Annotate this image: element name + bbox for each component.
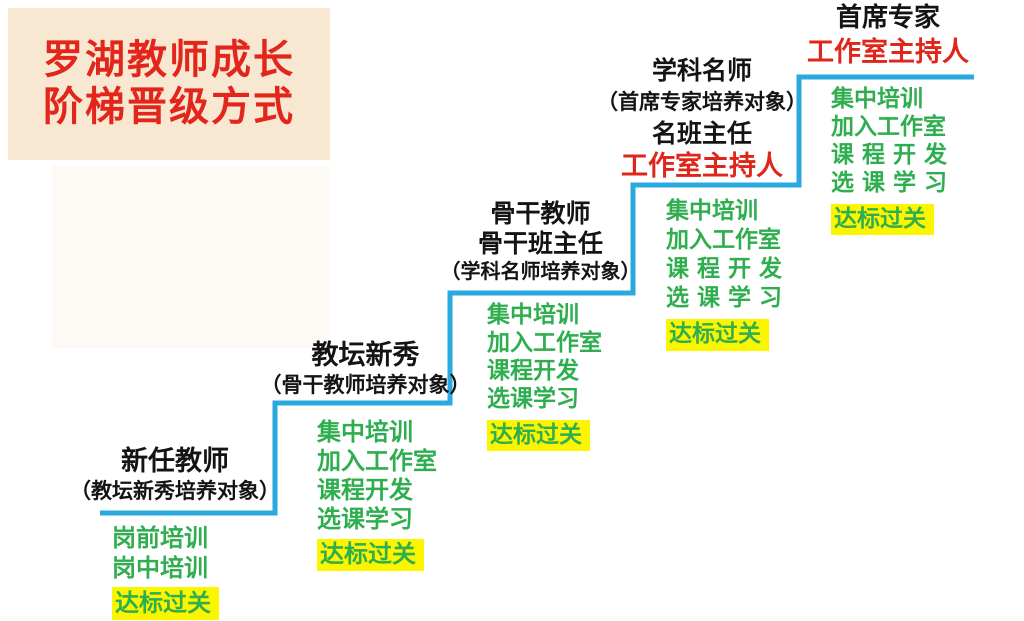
tier3-step-1: 集中培训 [487,302,579,328]
tier4-extra-title: 名班主任 [651,119,752,148]
tier3-step-3: 课程开发 [487,358,579,384]
diagram-title-line1: 罗湖教师成长 [43,37,295,83]
tier1-final-step: 达标过关 [112,587,219,620]
tier4-steps: 集中培训 加入工作室 课 程 开 发 选 课 学 习 达标过关 [666,197,782,351]
tier3-final-step-highlight: 达标过关 [487,420,590,451]
tier2-step-1: 集中培训 [317,418,413,446]
tier5-heading: 首席专家 工作室主持人 [793,2,983,70]
tier1-step-2: 岗中培训 [112,554,208,582]
tier5-step-3: 课 程 开 发 [831,142,948,168]
tier3-subtitle: （学科名师培养对象） [440,259,641,283]
tier3-step-2: 加入工作室 [487,330,602,356]
tier1-heading: 新任教师 （教坛新秀培养对象） [70,445,280,505]
tier2-step-2: 加入工作室 [317,447,437,475]
tier4-title: 学科名师 [651,56,752,85]
tier4-step-2: 加入工作室 [666,227,781,253]
tier5-title: 首席专家 [835,3,940,33]
tier4-subtitle: （首席专家培养对象） [597,90,807,114]
tier2-step-3: 课程开发 [317,476,413,504]
tier3-title-line2: 骨干班主任 [477,229,603,258]
tier1-title: 新任教师 [121,446,229,477]
tier1-subtitle: （教坛新秀培养对象） [70,479,280,503]
tier2-subtitle: （骨干教师培养对象） [260,373,471,397]
faint-background-patch [52,166,330,348]
tier4-final-step: 达标过关 [666,319,782,351]
tier5-step-4: 选 课 学 习 [831,170,948,196]
tier2-title: 教坛新秀 [311,340,420,371]
tier1-steps: 岗前培训 岗中培训 达标过关 [112,523,219,620]
tier2-step-4: 选课学习 [317,505,413,533]
tier3-step-4: 选课学习 [487,386,579,412]
tier4-step-3: 课 程 开 发 [666,256,783,282]
tier2-final-step: 达标过关 [317,539,437,571]
diagram-title-line2: 阶梯晋级方式 [43,84,295,130]
tier1-step-1: 岗前培训 [112,524,208,552]
tier4-final-step-highlight: 达标过关 [666,319,769,351]
tier3-title-line1: 骨干教师 [490,199,591,228]
tier4-step-4: 选 课 学 习 [666,285,783,311]
title-box: 罗湖教师成长 阶梯晋级方式 [8,8,330,160]
tier5-red-title: 工作室主持人 [807,37,969,68]
tier2-steps: 集中培训 加入工作室 课程开发 选课学习 达标过关 [317,418,437,571]
tier5-steps: 集中培训 加入工作室 课 程 开 发 选 课 学 习 达标过关 [831,85,947,235]
tier5-step-1: 集中培训 [831,86,923,112]
tier3-heading: 骨干教师 骨干班主任 （学科名师培养对象） [438,199,643,284]
tier3-steps: 集中培训 加入工作室 课程开发 选课学习 达标过关 [487,301,602,451]
tier4-red-title: 工作室主持人 [621,151,783,182]
tier2-final-step-highlight: 达标过关 [317,539,424,571]
tier5-step-2: 加入工作室 [831,114,946,140]
tier4-heading: 学科名师 （首席专家培养对象） 名班主任 工作室主持人 [582,55,822,183]
tier5-final-step: 达标过关 [831,204,947,235]
tier3-final-step: 达标过关 [487,420,602,451]
tier5-final-step-highlight: 达标过关 [831,204,934,235]
tier2-heading: 教坛新秀 （骨干教师培养对象） [248,339,483,399]
tier4-step-1: 集中培训 [666,198,758,224]
tier1-final-step-highlight: 达标过关 [112,587,219,620]
